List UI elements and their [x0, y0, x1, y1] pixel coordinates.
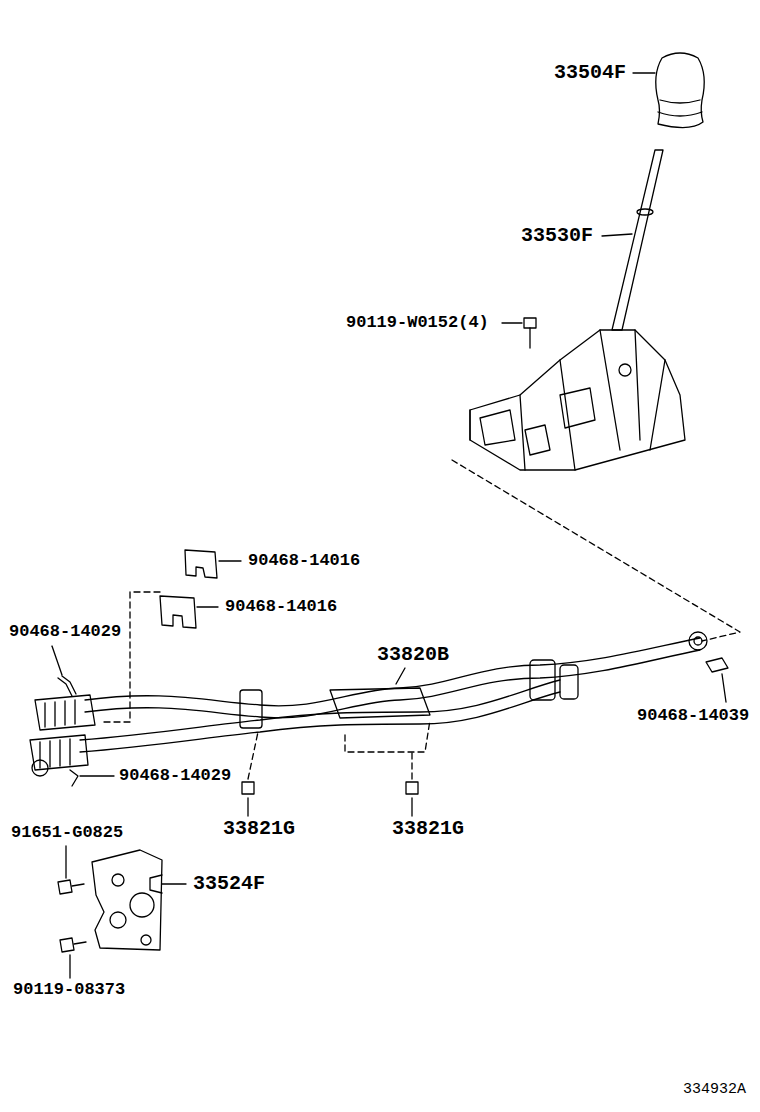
part-number: 90468-14016 [247, 551, 361, 570]
part-number: 33530F [520, 225, 594, 247]
part-number: 90119-W0152(4) [345, 313, 490, 332]
part-number: 90468-14039 [636, 706, 750, 725]
part-number: 90468-14016 [224, 597, 338, 616]
part-number: 90119-08373 [12, 980, 126, 999]
part-number: 33504F [553, 62, 627, 84]
part-number: 90468-14029 [118, 766, 232, 785]
part-number: 33820B [376, 644, 450, 666]
part-number: 33821G [391, 818, 465, 840]
part-number: 33821G [222, 818, 296, 840]
diagram-code: 334932A [682, 1081, 747, 1098]
part-number: 33524F [192, 873, 266, 895]
part-number: 91651-G0825 [10, 823, 124, 842]
part-number: 90468-14029 [8, 622, 122, 641]
